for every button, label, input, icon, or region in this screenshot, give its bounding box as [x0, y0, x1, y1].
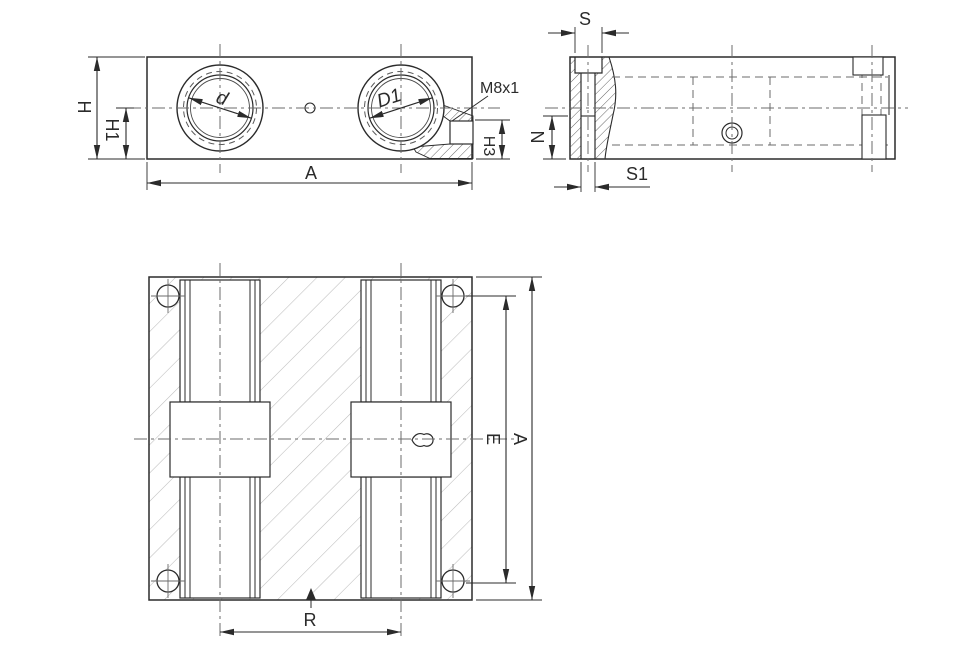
dim-label-h: H	[74, 101, 94, 114]
dim-label-n: N	[527, 131, 547, 144]
right-top-notch	[852, 56, 884, 76]
dim-s: S	[548, 9, 629, 53]
dim-h3: H3	[475, 119, 510, 160]
dim-h: H	[74, 56, 145, 160]
side-centerlines	[545, 45, 908, 172]
dim-label-h1: H1	[102, 118, 122, 141]
dim-label-e: E	[483, 433, 503, 445]
bottom-center-mark	[306, 588, 316, 608]
dim-a-front: A	[146, 162, 473, 190]
grease-nipple	[449, 120, 474, 145]
dim-s1: S1	[554, 162, 650, 192]
dim-a-plan: A	[476, 276, 542, 601]
dim-r: R	[220, 610, 401, 636]
dim-h1: H1	[102, 107, 134, 159]
plan-centerlines	[134, 263, 514, 638]
dim-label-s: S	[579, 9, 591, 29]
bore-cone-edge	[604, 56, 617, 160]
grease-hole-teardrop	[411, 433, 434, 447]
dim-label-a-front: A	[305, 163, 317, 183]
dim-label-r: R	[304, 610, 317, 630]
dim-label-s1: S1	[626, 164, 648, 184]
side-view: S S1 N	[527, 9, 908, 192]
bolt-hole-crosshairs	[151, 279, 470, 598]
channel-inner-lines	[184, 280, 437, 598]
dim-thread: M8x1	[451, 80, 519, 122]
dim-n: N	[527, 115, 568, 160]
bolt-holes	[151, 279, 470, 598]
right-bottom-notch	[861, 114, 887, 160]
dim-e: E	[466, 295, 516, 584]
front-view: d D1 M8x1 H H1 A	[74, 44, 519, 190]
plan-view: E A R	[134, 263, 542, 638]
dim-label-h3: H3	[480, 136, 497, 157]
dim-label-a-plan: A	[510, 433, 530, 445]
dim-label-m8x1: M8x1	[480, 80, 519, 97]
